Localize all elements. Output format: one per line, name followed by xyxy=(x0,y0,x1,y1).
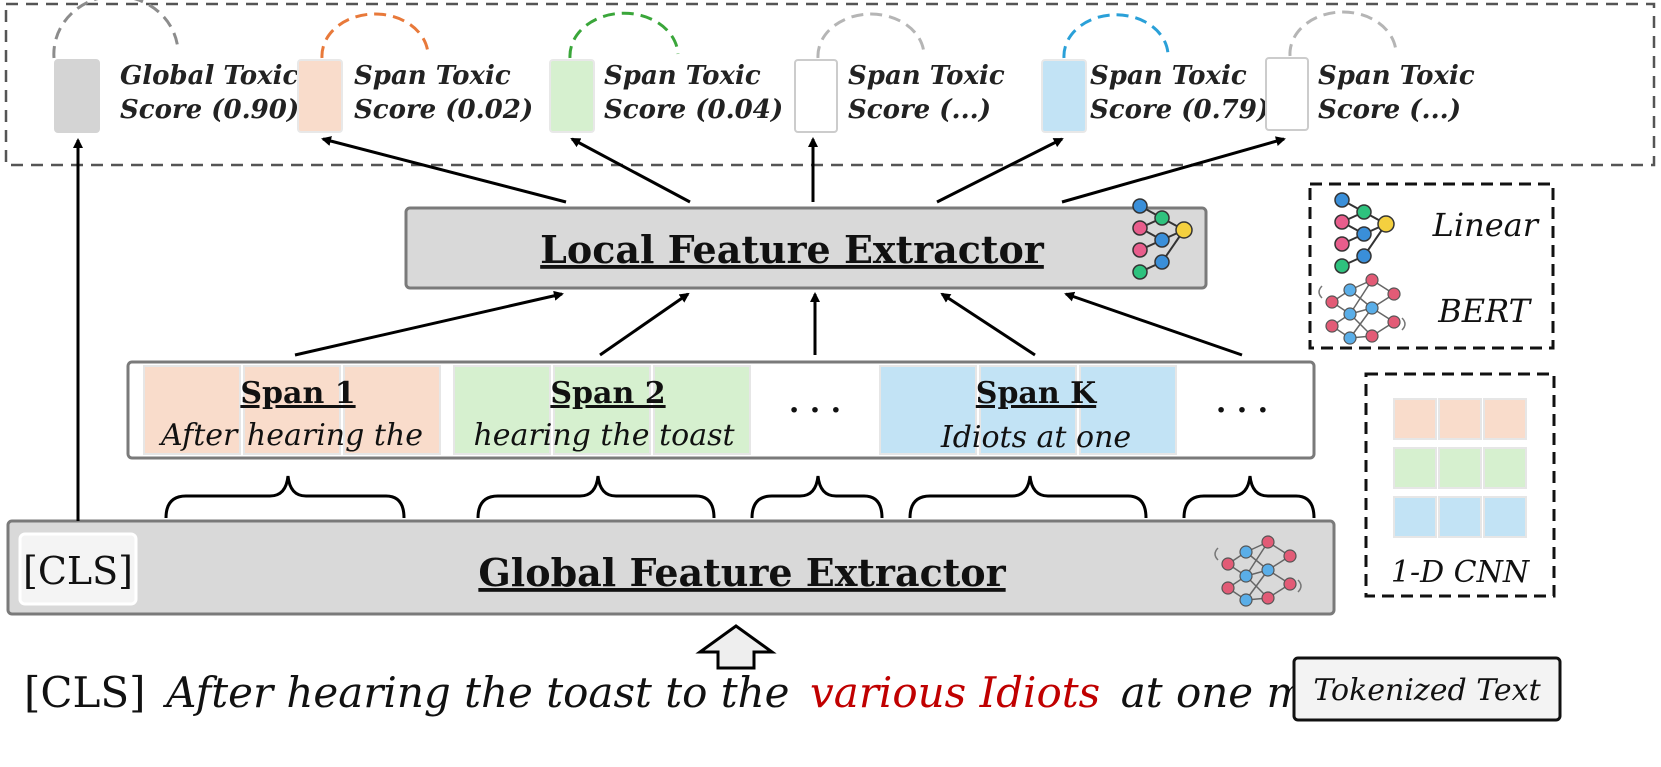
score-box xyxy=(549,59,595,133)
score-span-1: Span Toxic Score (0.02) xyxy=(297,12,533,133)
legend-cnn: 1-D CNN xyxy=(1364,372,1556,598)
score-arc xyxy=(52,0,180,59)
score-label-line1: Span Toxic xyxy=(848,61,1005,91)
score-label-line2: Score (...) xyxy=(848,95,991,125)
score-arc xyxy=(320,12,430,59)
input-up-arrow-icon xyxy=(695,624,777,670)
score-span-last: Span Toxic Score (...) xyxy=(1265,10,1475,131)
cls-token-box xyxy=(18,532,138,606)
local-extractor-label: Local Feature Extractor xyxy=(540,227,1045,272)
tokenized-text: Tokenized Text xyxy=(1313,673,1541,708)
span-ellipsis: · · · xyxy=(1216,393,1268,428)
score-arc xyxy=(816,12,926,59)
span-to-local-arrows xyxy=(294,290,1243,357)
score-label-line2: Score (0.02) xyxy=(354,95,533,125)
score-label-line1: Span Toxic xyxy=(1318,61,1475,91)
span-title: Span 1 xyxy=(240,376,355,411)
score-label-line1: Span Toxic xyxy=(354,61,511,91)
span-ellipsis: · · · xyxy=(789,393,841,428)
score-global: Global Toxic Score (0.90) xyxy=(52,0,299,133)
score-arc xyxy=(1062,13,1170,59)
score-arc xyxy=(1288,10,1398,57)
score-label-line2: Score (0.04) xyxy=(604,95,783,125)
span-text: Idiots at one xyxy=(940,420,1131,455)
score-label-line1: Span Toxic xyxy=(1090,61,1247,91)
span-text: After hearing the xyxy=(158,418,423,453)
global-extractor-label: Global Feature Extractor xyxy=(478,550,1006,595)
score-label-line2: Score (0.79) xyxy=(1090,95,1269,125)
legend-cnn-label: 1-D CNN xyxy=(1391,555,1531,590)
legend-bert-icon xyxy=(1318,273,1406,345)
score-box xyxy=(297,59,343,133)
score-label-line2: Score (...) xyxy=(1318,95,1461,125)
legend-linear-icon xyxy=(1334,192,1395,274)
input-text-highlight: various Idiots xyxy=(810,668,1100,717)
span-title: Span K xyxy=(976,376,1097,411)
input-text-before: After hearing the toast to the xyxy=(162,668,789,717)
score-label-line2: Score (0.90) xyxy=(120,95,299,125)
score-label-line1: Global Toxic xyxy=(120,61,298,91)
global-feature-extractor: [CLS] Global Feature Extractor xyxy=(6,519,1336,616)
cls-token-label: [CLS] xyxy=(23,549,133,593)
span-text: hearing the toast xyxy=(473,418,735,453)
legend-bert-label: BERT xyxy=(1437,292,1532,330)
span-row: Span 1 After hearing the Span 2 hearing … xyxy=(126,360,1316,460)
input-cls-token: [CLS] xyxy=(24,668,146,717)
tokenized-text-label: Tokenized Text xyxy=(1292,656,1562,722)
span-1: Span 1 After hearing the xyxy=(143,365,441,455)
legend-linear-label: Linear xyxy=(1432,206,1540,244)
local-to-score-arrows xyxy=(321,136,1286,204)
score-box xyxy=(1041,59,1087,133)
span-2: Span 2 hearing the toast xyxy=(453,365,751,455)
score-label-line1: Span Toxic xyxy=(604,61,761,91)
span-k: Span K Idiots at one xyxy=(879,365,1177,455)
span-title: Span 2 xyxy=(550,376,665,411)
score-span-k: Span Toxic Score (0.79) xyxy=(1041,13,1269,133)
score-span-3: Span Toxic Score (...) xyxy=(794,12,1005,133)
legend-models: Linear BERT xyxy=(1308,182,1555,350)
score-box xyxy=(794,59,838,133)
score-panel xyxy=(4,2,1656,167)
score-arc xyxy=(568,11,680,59)
score-span-2: Span Toxic Score (0.04) xyxy=(549,11,783,133)
score-box xyxy=(54,59,100,133)
input-sentence: [CLS] After hearing the toast to the var… xyxy=(24,668,1370,717)
score-box xyxy=(1265,57,1309,131)
local-feature-extractor: Local Feature Extractor xyxy=(404,198,1208,290)
span-braces xyxy=(164,475,1316,519)
